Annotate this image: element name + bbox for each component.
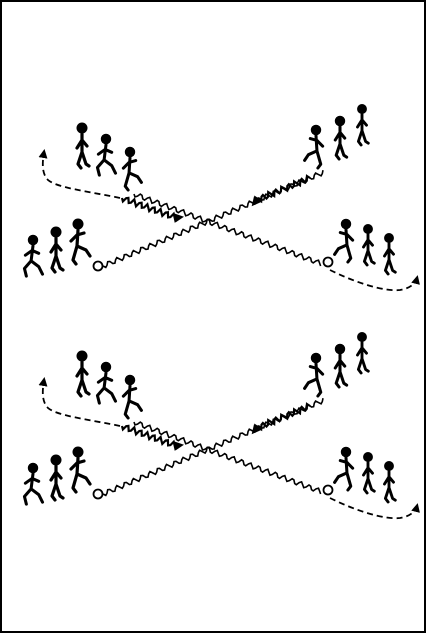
player-icon [71,447,90,493]
player-icon [335,447,353,490]
player-icon [357,332,368,373]
player-icon [24,463,42,504]
player-icon [97,134,115,175]
player-icon [335,219,353,262]
player-icon [97,362,115,403]
dashed-run-arrow [43,152,120,198]
ball-icon [94,262,103,271]
player-icon [77,351,90,397]
player-icon [305,125,323,168]
dribble-arrow [254,176,310,204]
player-icon [357,104,368,145]
player-icon [123,147,141,190]
dribble-arrow [254,404,310,432]
player-icon [51,227,64,273]
dashed-run-arrow [330,498,417,518]
ball-icon [324,486,333,495]
player-icon [363,224,374,265]
dashed-run-arrow [43,380,120,426]
player-icon [305,353,323,396]
player-icon [77,123,90,169]
ball-icon [94,490,103,499]
ball-icon [324,258,333,267]
player-icon [335,344,347,387]
player-icon [384,233,395,274]
player-icon [71,219,90,265]
player-icon [384,461,395,502]
player-icon [335,116,347,159]
dashed-run-arrow [330,270,417,290]
wavy-pass-line [134,422,321,494]
drill-panel-1 [24,104,417,290]
wavy-pass-line [134,194,321,266]
player-icon [51,455,64,501]
player-icon [24,235,42,276]
drill-panel-2 [24,332,417,518]
player-icon [123,375,141,418]
player-icon [363,452,374,493]
